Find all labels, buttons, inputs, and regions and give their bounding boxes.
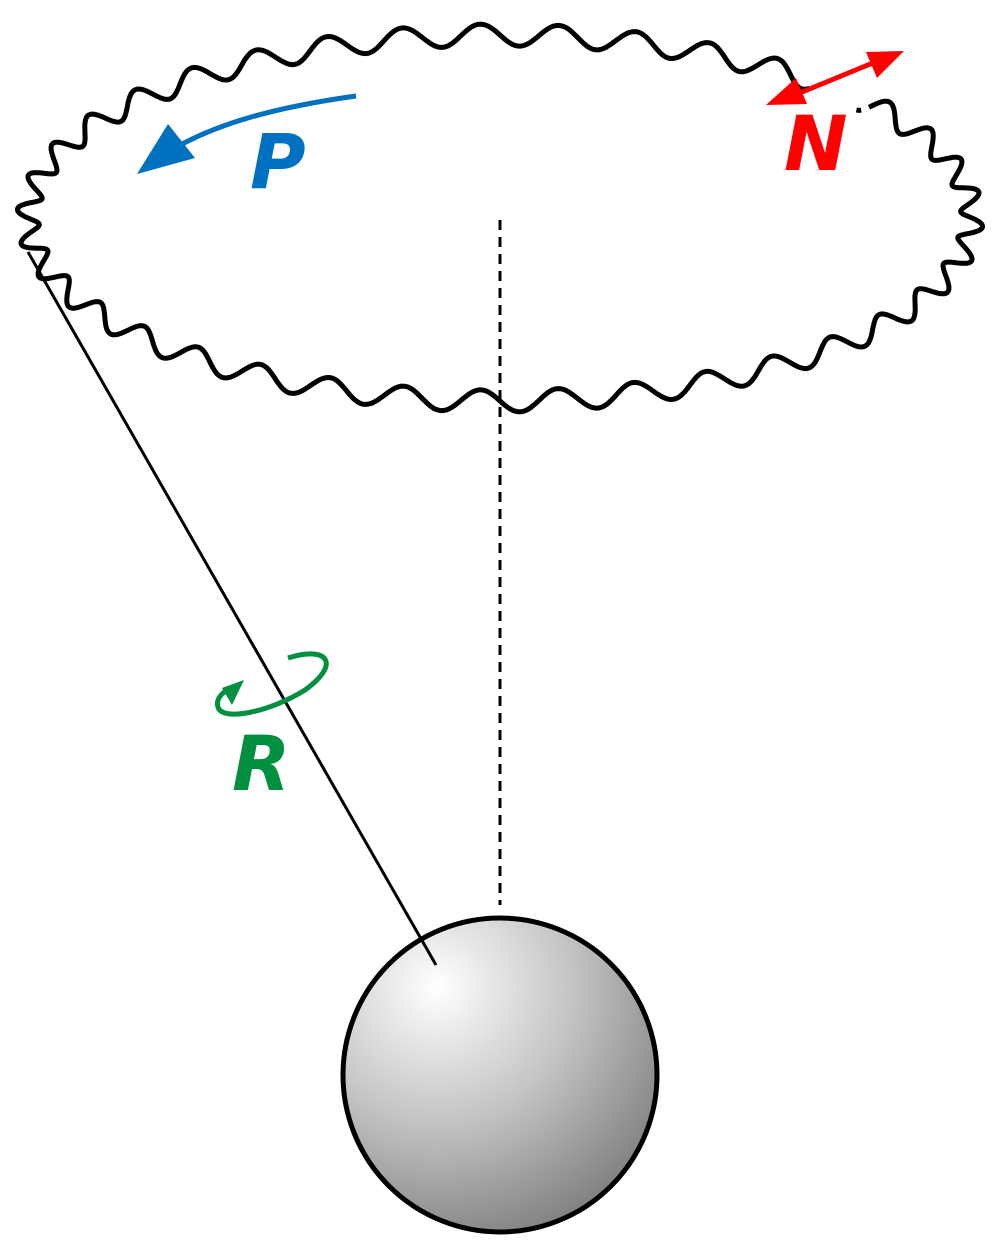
rotation-label: R bbox=[232, 719, 291, 808]
nutation-wavy-path bbox=[15, 21, 985, 415]
earth-sphere bbox=[340, 915, 660, 1235]
precession-arrow-icon bbox=[137, 93, 357, 174]
nutation-label: N bbox=[784, 99, 848, 188]
precession-label: P bbox=[250, 117, 306, 206]
axis-inside-sphere bbox=[418, 936, 438, 966]
nutation-arrow-icon bbox=[766, 51, 904, 105]
rotation-axis-line bbox=[26, 251, 438, 966]
rotation-arrow-icon bbox=[214, 651, 329, 717]
